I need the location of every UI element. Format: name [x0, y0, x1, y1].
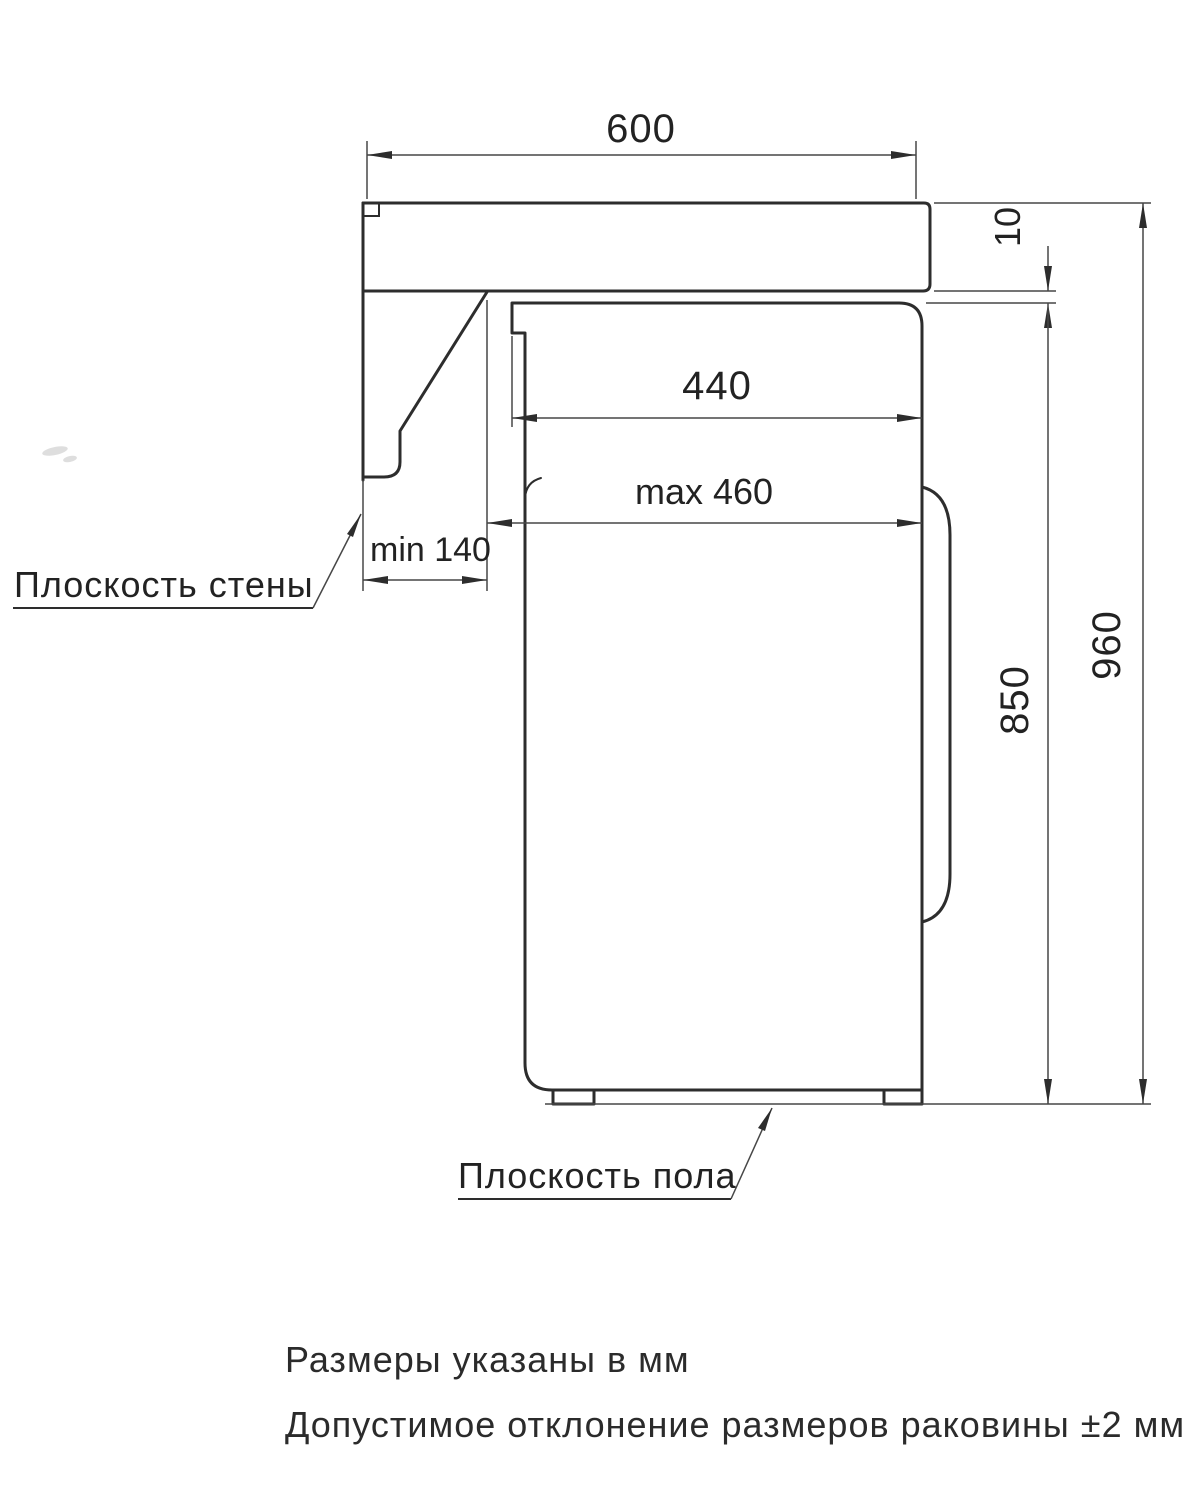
dim-10-value: 10 [987, 207, 1028, 247]
dim-10-arrow-down [1044, 266, 1052, 291]
dim-600-value: 600 [606, 107, 676, 151]
scan-artifact [42, 446, 77, 463]
counter-top-outline [361, 201, 932, 293]
wall-plane-label: Плоскость стены [14, 564, 314, 605]
dim-460-arrow-left [487, 519, 512, 527]
washing-machine [510, 301, 952, 1106]
dim-600-arrow-right [891, 151, 916, 159]
machine-foot-right [882, 1088, 924, 1106]
note-tolerance: Допустимое отклонение размеров раковины … [285, 1404, 1185, 1445]
sink-bowl-profile [361, 290, 489, 479]
dim-440-arrow-right [897, 414, 922, 422]
dim-440: 440 [511, 336, 922, 427]
dim-min-140: min 140 [363, 531, 491, 584]
machine-foot-left [551, 1088, 596, 1106]
label-wall-plane: Плоскость стены [13, 513, 362, 609]
dim-140-value: min 140 [370, 531, 491, 569]
dim-10: 10 [926, 207, 1056, 328]
wall-plane-leader-arrow [347, 514, 361, 537]
dim-960: 960 [934, 202, 1151, 1104]
dim-600-arrow-left [367, 151, 392, 159]
label-floor-plane: Плоскость пола [458, 1107, 773, 1200]
dim-140-arrow-right [462, 576, 487, 584]
dim-960-arrow-bottom [1139, 1079, 1147, 1104]
dim-850-arrow-bottom [1044, 1079, 1052, 1104]
dim-850-value: 850 [993, 665, 1037, 735]
dim-600: 600 [366, 107, 917, 199]
dim-960-arrow-top [1139, 203, 1147, 228]
floor-plane-leader-arrow [758, 1108, 772, 1131]
machine-body-outline [510, 301, 924, 1092]
counter-sink [361, 201, 932, 591]
dim-960-value: 960 [1085, 610, 1129, 680]
dim-460-arrow-right [897, 519, 922, 527]
dim-440-arrow-left [512, 414, 537, 422]
machine-door-bulge [920, 485, 952, 924]
dim-460-value: max 460 [635, 471, 773, 512]
dim-440-value: 440 [682, 364, 752, 408]
notes: Размеры указаны в мм Допустимое отклонен… [285, 1339, 1185, 1445]
counter-corner-notch [362, 202, 380, 217]
dim-140-arrow-left [363, 576, 388, 584]
floor-plane-label: Плоскость пола [458, 1155, 736, 1196]
dim-850: 850 [993, 303, 1052, 1104]
dim-max-460: max 460 [486, 300, 922, 591]
machine-panel-seam [524, 477, 542, 499]
note-units: Размеры указаны в мм [285, 1339, 690, 1380]
